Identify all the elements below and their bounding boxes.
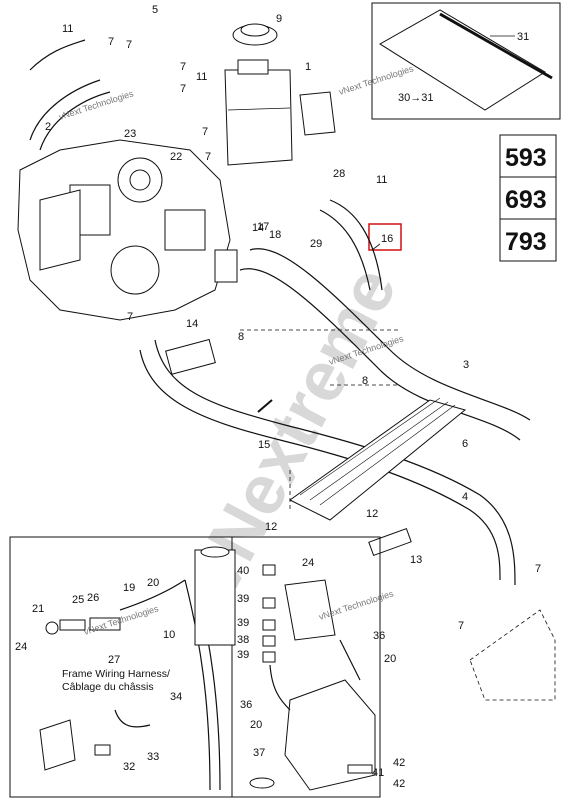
callout-28[interactable]: 28 <box>333 168 345 180</box>
range-label: 30→31 <box>398 92 433 104</box>
callout-6[interactable]: 6 <box>462 438 468 450</box>
hose-11-left <box>29 39 86 71</box>
callout-38[interactable]: 38 <box>237 634 249 646</box>
callout-21[interactable]: 21 <box>32 603 44 615</box>
callout-1[interactable]: 1 <box>305 61 311 73</box>
highlight-box-16[interactable] <box>368 223 402 251</box>
callout-36[interactable]: 36 <box>240 699 252 711</box>
callout-7[interactable]: 7 <box>458 620 464 632</box>
callout-9[interactable]: 9 <box>276 13 282 25</box>
inset-reservoir <box>194 546 236 646</box>
callout-39[interactable]: 39 <box>237 617 249 629</box>
callout-25[interactable]: 25 <box>72 594 84 606</box>
callout-16[interactable]: 16 <box>381 233 393 245</box>
callout-36[interactable]: 36 <box>373 630 385 642</box>
callout-29[interactable]: 29 <box>310 238 322 250</box>
callout-5[interactable]: 5 <box>152 4 158 16</box>
model-593-box: 593 <box>499 134 557 178</box>
callout-8[interactable]: 8 <box>362 375 368 387</box>
foam-13 <box>368 527 412 557</box>
callout-7[interactable]: 7 <box>126 39 132 51</box>
callout-18[interactable]: 18 <box>269 229 281 241</box>
inset-box <box>9 536 381 798</box>
callout-14[interactable]: 14 <box>252 222 264 234</box>
callout-7[interactable]: 7 <box>180 61 186 73</box>
callout-12[interactable]: 12 <box>366 508 378 520</box>
callout-27[interactable]: 27 <box>108 654 120 666</box>
callout-7[interactable]: 7 <box>205 151 211 163</box>
inset-right-assembly <box>249 564 376 791</box>
callout-23[interactable]: 23 <box>124 128 136 140</box>
watermark-small-2: vNext Technologies <box>58 88 136 122</box>
model-693-box: 693 <box>499 176 557 220</box>
svg-text:793: 793 <box>505 228 547 256</box>
callout-42[interactable]: 42 <box>393 778 405 790</box>
callout-12[interactable]: 12 <box>265 521 277 533</box>
callout-40[interactable]: 40 <box>237 565 249 577</box>
callout-15[interactable]: 15 <box>258 439 270 451</box>
pin-15 <box>257 399 273 413</box>
coolant-reservoir <box>224 59 293 166</box>
engine-block <box>17 139 231 321</box>
panel-inset-box <box>371 2 561 120</box>
inset-note-en: Frame Wiring Harness/ <box>62 668 170 680</box>
decal-35 <box>299 91 336 136</box>
callout-22[interactable]: 22 <box>170 151 182 163</box>
panel-part <box>379 9 546 111</box>
callout-7[interactable]: 7 <box>108 36 114 48</box>
hose-16 <box>319 209 371 291</box>
callout-32[interactable]: 32 <box>123 761 135 773</box>
hose-2 <box>29 79 101 141</box>
callout-41[interactable]: 41 <box>372 767 384 779</box>
callout-7[interactable]: 7 <box>202 126 208 138</box>
callout-3[interactable]: 3 <box>463 359 469 371</box>
callout-20[interactable]: 20 <box>384 653 396 665</box>
callout-11[interactable]: 11 <box>62 23 73 35</box>
panel-strip <box>439 12 553 80</box>
temperature-sensor-assembly <box>39 579 221 791</box>
callout-4[interactable]: 4 <box>462 491 468 503</box>
callout-17[interactable]: 17 <box>257 221 269 233</box>
callout-39[interactable]: 39 <box>237 593 249 605</box>
callout-19[interactable]: 19 <box>123 582 135 594</box>
reservoir-cap <box>232 23 278 46</box>
inset-note-fr: Câblage du châssis <box>62 681 154 693</box>
callout-2[interactable]: 2 <box>45 121 51 133</box>
callout-11[interactable]: 11 <box>376 174 387 186</box>
callout-11[interactable]: 11 <box>196 71 207 83</box>
frame-outline <box>469 609 556 701</box>
callout-7[interactable]: 7 <box>127 311 133 323</box>
callout-37[interactable]: 37 <box>253 747 265 759</box>
model-793-box: 793 <box>499 218 557 262</box>
callout-20[interactable]: 20 <box>250 719 262 731</box>
callout-39[interactable]: 39 <box>237 649 249 661</box>
spring-14 <box>165 249 238 375</box>
callout-8[interactable]: 8 <box>238 331 244 343</box>
callout-31: 31 <box>517 31 529 43</box>
callout-10[interactable]: 10 <box>163 629 175 641</box>
callout-7[interactable]: 7 <box>180 83 186 95</box>
svg-text:593: 593 <box>505 144 547 172</box>
callout-14[interactable]: 14 <box>186 318 198 330</box>
callout-42[interactable]: 42 <box>393 757 405 769</box>
svg-text:693: 693 <box>505 186 547 214</box>
callout-34[interactable]: 34 <box>170 691 182 703</box>
callout-26[interactable]: 26 <box>87 592 99 604</box>
heat-exchanger <box>289 397 467 521</box>
callout-24[interactable]: 24 <box>302 557 314 569</box>
callout-20[interactable]: 20 <box>147 577 159 589</box>
callout-33[interactable]: 33 <box>147 751 159 763</box>
hose-3 <box>249 248 531 421</box>
callout-24[interactable]: 24 <box>15 641 27 653</box>
callout-13[interactable]: 13 <box>410 554 422 566</box>
callout-7[interactable]: 7 <box>535 563 541 575</box>
